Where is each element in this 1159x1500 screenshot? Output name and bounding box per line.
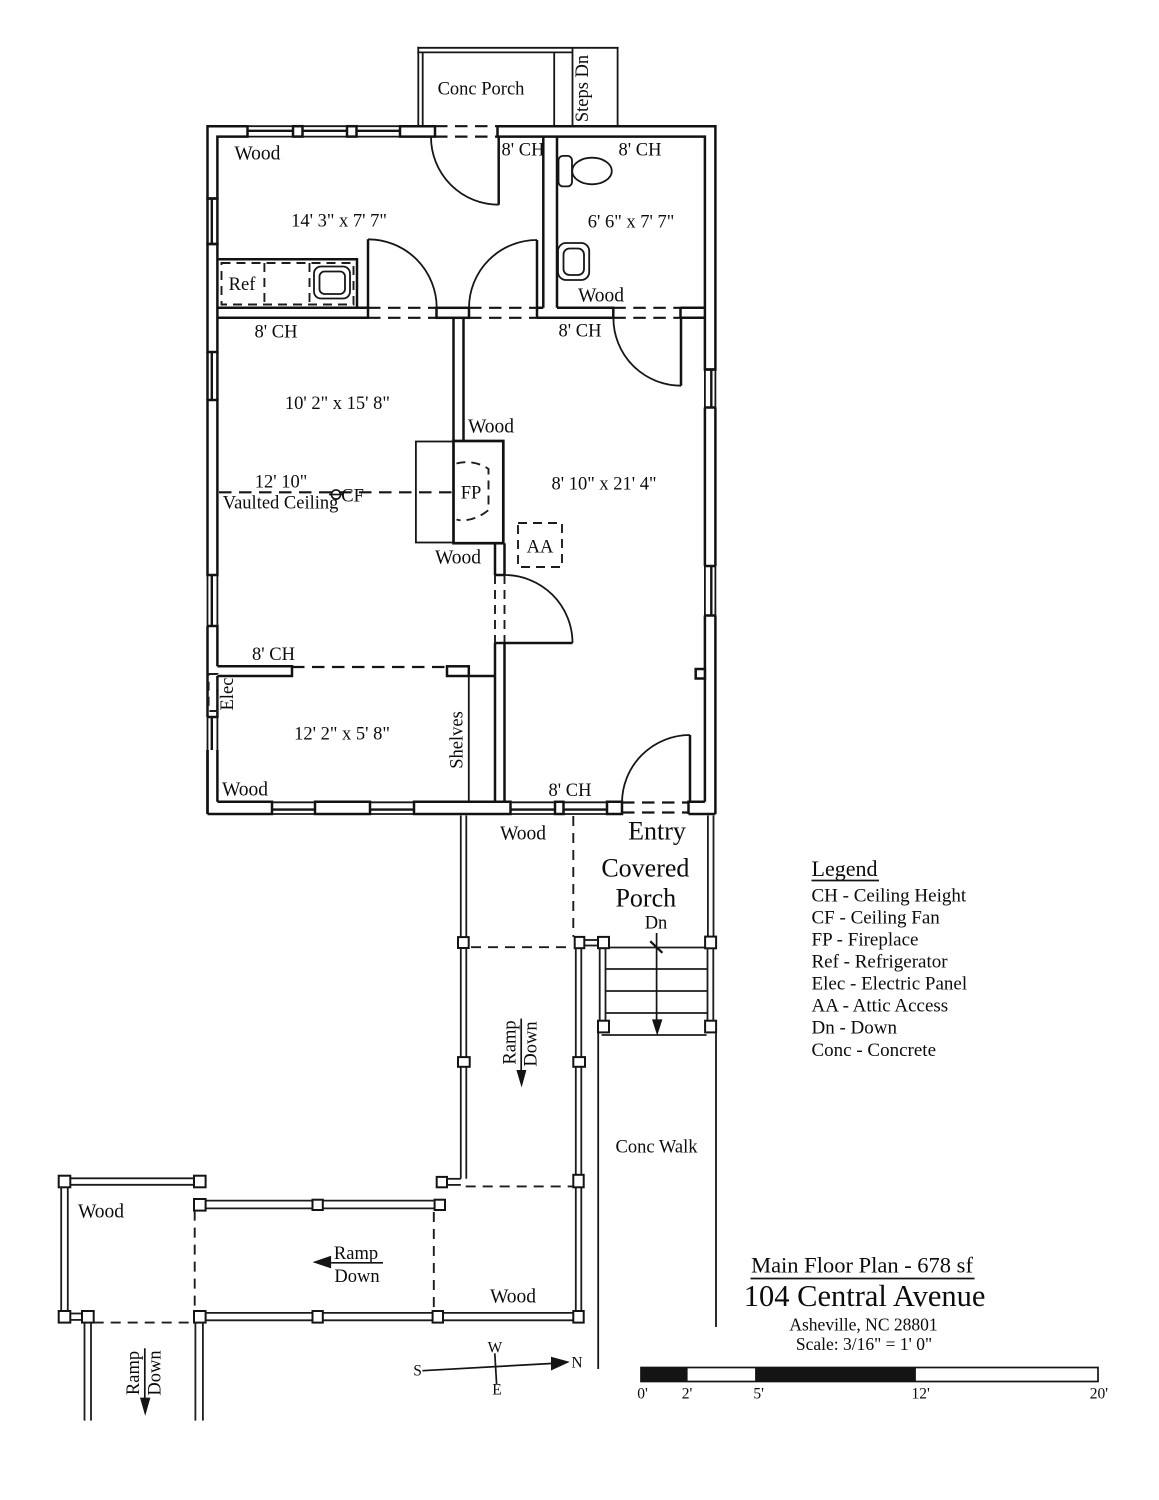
svg-text:Elec - Electric Panel: Elec - Electric Panel [812, 974, 968, 995]
svg-text:Wood: Wood [468, 417, 514, 438]
svg-text:0': 0' [637, 1386, 648, 1403]
svg-text:Wood: Wood [222, 780, 268, 801]
svg-text:Vaulted Ceiling: Vaulted Ceiling [223, 494, 339, 514]
svg-text:FP - Fireplace: FP - Fireplace [812, 930, 919, 951]
svg-text:12' 2" x 5' 8": 12' 2" x 5' 8" [294, 725, 390, 745]
svg-text:6' 6" x 7' 7": 6' 6" x 7' 7" [588, 213, 675, 233]
svg-text:W: W [488, 1340, 503, 1357]
svg-text:Wood: Wood [578, 286, 624, 307]
svg-text:20': 20' [1090, 1386, 1109, 1403]
svg-text:10' 2" x 15' 8": 10' 2" x 15' 8" [285, 394, 390, 414]
svg-text:AA: AA [527, 538, 554, 558]
svg-text:Conc Porch: Conc Porch [438, 80, 525, 100]
svg-text:8' CH: 8' CH [252, 645, 295, 665]
svg-text:Ramp: Ramp [501, 1020, 521, 1064]
svg-text:AA - Attic Access: AA - Attic Access [812, 996, 949, 1017]
svg-text:Wood: Wood [500, 824, 546, 845]
svg-text:14' 3" x 7' 7": 14' 3" x 7' 7" [291, 212, 387, 232]
svg-text:8' 10" x 21' 4": 8' 10" x 21' 4" [551, 475, 656, 495]
svg-text:8' CH: 8' CH [502, 141, 545, 161]
svg-text:Scale: 3/16" = 1' 0": Scale: 3/16" = 1' 0" [796, 1334, 932, 1354]
svg-text:Main Floor Plan - 678 sf: Main Floor Plan - 678 sf [751, 1253, 973, 1278]
svg-text:CF: CF [341, 487, 364, 507]
svg-text:Elec: Elec [218, 678, 238, 711]
svg-text:Porch: Porch [615, 884, 676, 913]
svg-text:Asheville, NC 28801: Asheville, NC 28801 [789, 1315, 937, 1335]
svg-text:Ref: Ref [229, 275, 257, 295]
svg-text:Wood: Wood [435, 548, 481, 569]
svg-text:FP: FP [461, 484, 482, 504]
svg-text:Shelves: Shelves [448, 711, 468, 769]
svg-text:Entry: Entry [628, 817, 686, 846]
svg-text:2': 2' [682, 1386, 693, 1403]
svg-text:Down: Down [146, 1350, 166, 1395]
svg-text:Ref - Refrigerator: Ref - Refrigerator [812, 952, 949, 973]
svg-text:Covered: Covered [601, 854, 689, 883]
svg-text:E: E [492, 1382, 501, 1399]
svg-text:12': 12' [911, 1386, 930, 1403]
svg-text:8' CH: 8' CH [619, 141, 662, 161]
svg-text:5': 5' [753, 1386, 764, 1403]
svg-text:Steps Dn: Steps Dn [573, 55, 593, 122]
svg-text:8' CH: 8' CH [559, 322, 602, 342]
svg-text:Dn - Down: Dn - Down [812, 1018, 898, 1039]
svg-text:Dn: Dn [645, 914, 668, 934]
svg-text:104 Central Avenue: 104 Central Avenue [744, 1279, 986, 1313]
svg-text:12' 10": 12' 10" [255, 473, 308, 493]
svg-text:CH - Ceiling Height: CH - Ceiling Height [812, 886, 967, 907]
svg-text:Conc - Concrete: Conc - Concrete [812, 1040, 937, 1061]
svg-text:Down: Down [522, 1021, 542, 1066]
svg-text:8' CH: 8' CH [255, 323, 298, 343]
svg-text:Down: Down [334, 1267, 379, 1287]
svg-text:CF - Ceiling Fan: CF - Ceiling Fan [812, 908, 941, 929]
svg-text:Wood: Wood [490, 1287, 536, 1308]
svg-text:Ramp: Ramp [334, 1244, 378, 1264]
svg-text:Conc Walk: Conc Walk [616, 1138, 699, 1158]
svg-text:8' CH: 8' CH [549, 781, 592, 801]
svg-text:Ramp: Ramp [124, 1351, 144, 1395]
svg-text:Wood: Wood [78, 1202, 124, 1223]
svg-text:S: S [413, 1363, 422, 1380]
svg-text:Legend: Legend [812, 856, 878, 881]
svg-text:Wood: Wood [234, 144, 280, 165]
svg-text:N: N [571, 1355, 582, 1372]
